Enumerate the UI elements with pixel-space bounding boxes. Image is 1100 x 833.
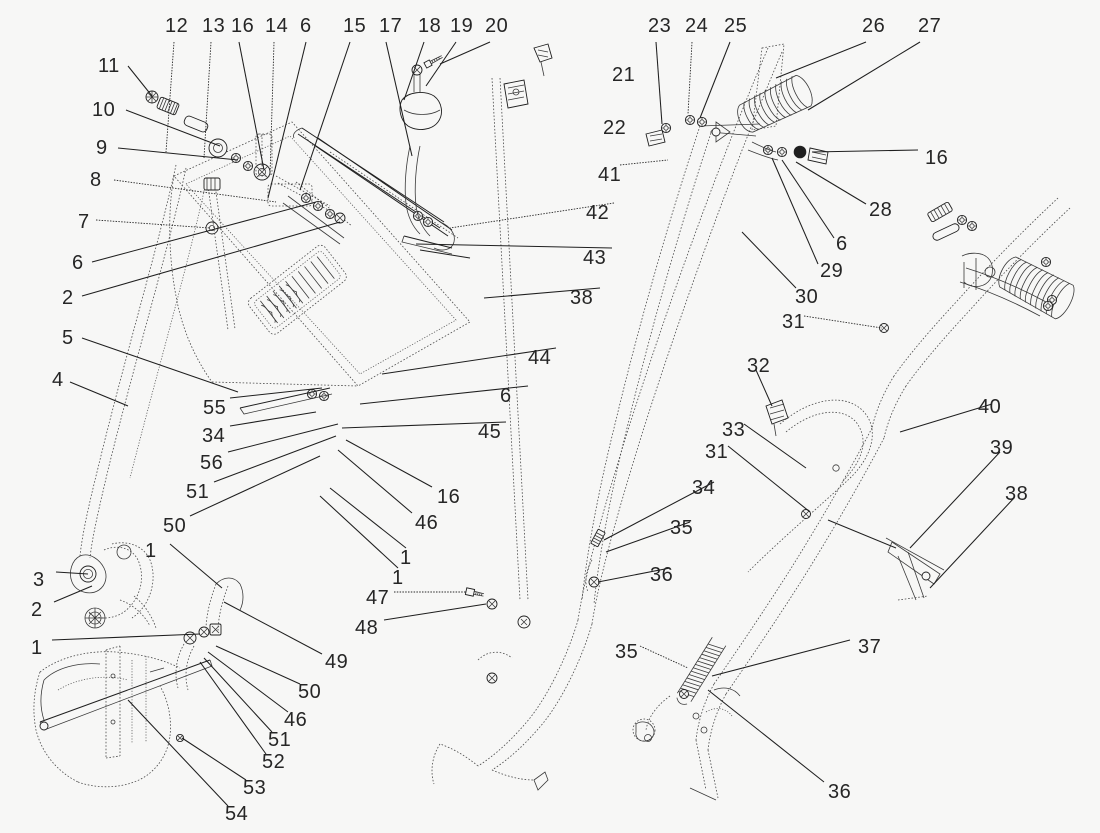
callout-25: 25 [724,15,748,37]
callout-16: 16 [925,147,949,169]
callout-27: 27 [918,15,942,37]
callout-39: 39 [990,437,1014,459]
callout-20: 20 [485,15,509,37]
callout-1: 1 [31,637,43,659]
callout-31: 31 [705,441,729,463]
callout-16: 16 [231,15,255,37]
callout-2: 2 [31,599,43,621]
callout-56: 56 [200,452,224,474]
callout-6: 6 [500,385,512,407]
callout-33: 33 [722,419,746,441]
callout-35: 35 [670,517,694,539]
callout-1: 1 [400,547,412,569]
callout-6: 6 [72,252,84,274]
callout-23: 23 [648,15,672,37]
callout-52: 52 [262,751,286,773]
callout-36: 36 [828,781,852,803]
callout-41: 41 [598,164,622,186]
callout-34: 34 [202,425,226,447]
callout-17: 17 [379,15,403,37]
callout-49: 49 [325,651,349,673]
callout-46: 46 [284,709,308,731]
callout-6: 6 [300,15,312,37]
callout-43: 43 [583,247,607,269]
callout-7: 7 [78,211,90,233]
callout-54: 54 [225,803,249,825]
callout-36: 36 [650,564,674,586]
callout-50: 50 [163,515,187,537]
callout-6: 6 [836,233,848,255]
callout-44: 44 [528,347,552,369]
callout-32: 32 [747,355,771,377]
callout-29: 29 [820,260,844,282]
callout-12: 12 [165,15,189,37]
callout-14: 14 [265,15,289,37]
callout-2: 2 [62,287,74,309]
callout-46: 46 [415,512,439,534]
callout-55: 55 [203,397,227,419]
callout-11: 11 [98,55,120,77]
callout-50: 50 [298,681,322,703]
callout-40: 40 [978,396,1002,418]
callout-42: 42 [586,202,610,224]
callout-35: 35 [615,641,639,663]
callout-31: 31 [782,311,806,333]
callout-1: 1 [145,540,157,562]
callout-22: 22 [603,117,627,139]
callout-13: 13 [202,15,226,37]
callout-10: 10 [92,99,116,121]
callout-34: 34 [692,477,716,499]
callout-51: 51 [268,729,292,751]
callout-37: 37 [858,636,882,658]
callout-28: 28 [869,199,893,221]
callout-30: 30 [795,286,819,308]
callout-9: 9 [96,137,108,159]
callout-26: 26 [862,15,886,37]
callout-5: 5 [62,327,74,349]
callout-8: 8 [90,169,102,191]
callout-38: 38 [570,287,594,309]
callout-47: 47 [366,587,390,609]
callout-53: 53 [243,777,267,799]
callout-3: 3 [33,569,45,591]
callout-48: 48 [355,617,379,639]
callout-38: 38 [1005,483,1029,505]
callout-21: 21 [612,64,636,86]
callout-24: 24 [685,15,709,37]
callout-18: 18 [418,15,442,37]
callout-1: 1 [392,567,404,589]
callout-4: 4 [52,369,64,391]
callout-45: 45 [478,421,502,443]
callout-15: 15 [343,15,367,37]
callout-16: 16 [437,486,461,508]
callout-51: 51 [186,481,210,503]
callout-19: 19 [450,15,474,37]
